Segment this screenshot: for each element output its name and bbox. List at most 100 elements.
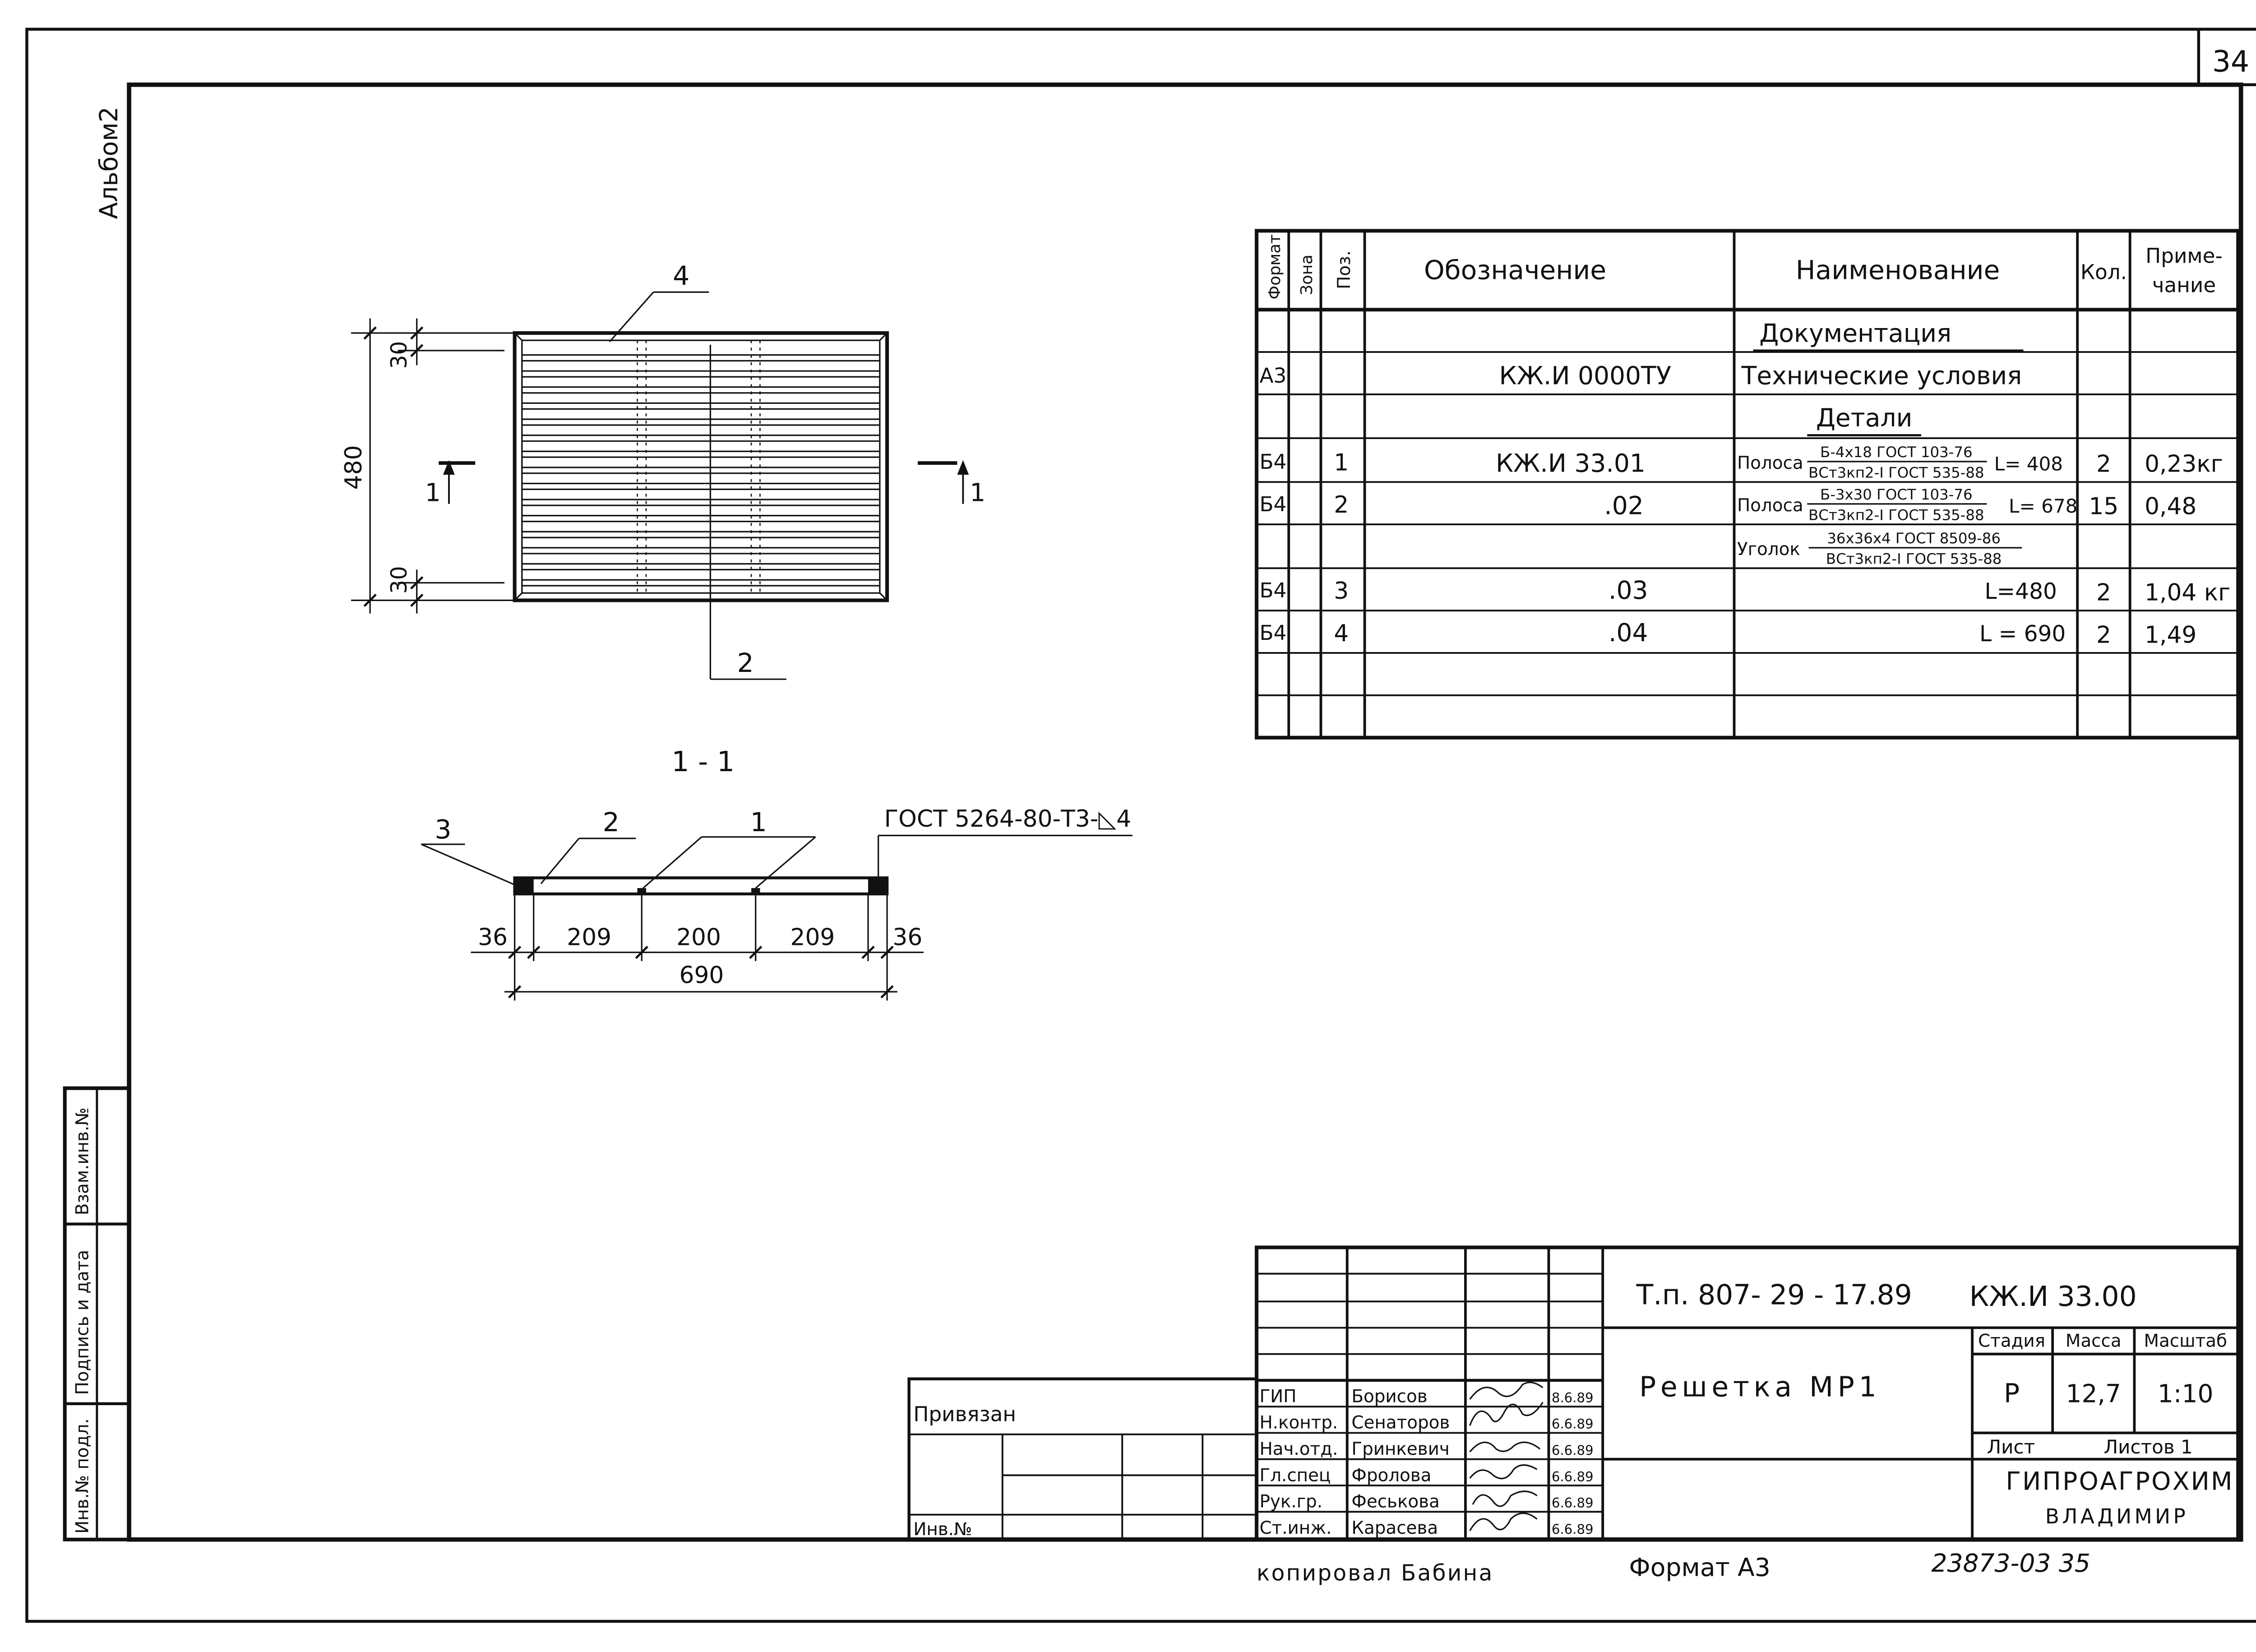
sig-role-1: ГИП: [1259, 1386, 1296, 1407]
stage-label: Стадия: [1978, 1331, 2045, 1351]
row2-frac-top: Б-3х30 ГОСТ 103-76: [1820, 486, 1973, 503]
section-dim-2: 209: [567, 924, 611, 951]
row2-qty: 15: [2089, 493, 2118, 520]
stamp-inv-podl: Инв.№ подл.: [72, 1418, 92, 1534]
section-view: 1 - 1 3 2 1 ГОСТ 5264-80-Т3-◺4: [421, 745, 1133, 1001]
sig-role-6: Ст.инж.: [1259, 1518, 1331, 1538]
scale-value: 1:10: [2158, 1379, 2214, 1408]
sheet-label: Лист: [1987, 1436, 2035, 1458]
sig-role-5: Рук.гр.: [1259, 1492, 1322, 1512]
row2-name-prefix: Полоса: [1737, 495, 1803, 516]
doc-row-designation: КЖ.И 0000ТУ: [1499, 361, 1672, 390]
sig-name-5: Феськова: [1351, 1492, 1439, 1512]
doc-code: КЖ.И 33.00: [1969, 1280, 2137, 1313]
row4-length: L=480: [1984, 579, 2057, 604]
grating-bars: [514, 332, 888, 601]
binding-block: Привязан Инв.№: [907, 1377, 1258, 1541]
weld-note: ГОСТ 5264-80-Т3-◺4: [884, 805, 1132, 833]
header-designation: Обозначение: [1424, 255, 1606, 285]
org-name-1: ГИПРОАГРОХИМ: [2006, 1467, 2233, 1496]
row5-format: Б4: [1259, 621, 1286, 645]
footer-copied: копировал Бабина: [1257, 1560, 1493, 1586]
sig-role-3: Нач.отд.: [1259, 1439, 1338, 1459]
footer-format: Формат А3: [1629, 1553, 1770, 1582]
header-zone: Зона: [1298, 255, 1316, 295]
sig-date-2: 6.6.89: [1552, 1416, 1594, 1432]
sig-name-1: Борисов: [1351, 1386, 1427, 1407]
row1-frac-bottom: ВСт3кп2-I ГОСТ 535-88: [1808, 464, 1984, 481]
org-name-2: ВЛАДИМИР: [2045, 1504, 2188, 1528]
row1-format: Б4: [1259, 450, 1286, 474]
plan-dim-30-top: 30: [387, 341, 412, 369]
header-pos: Поз.: [1334, 250, 1355, 289]
stage-value: Р: [2004, 1378, 2020, 1408]
row2-note: 0,48: [2145, 493, 2196, 520]
stamp-podpis: Подпись и дата: [72, 1250, 92, 1395]
row2-length: L= 678: [2009, 495, 2077, 517]
plan-dim-30-bottom: 30: [387, 566, 412, 594]
row2-pos: 2: [1334, 491, 1349, 518]
header-note-1: Приме-: [2145, 244, 2223, 268]
row4-format: Б4: [1259, 578, 1286, 602]
section-mark-left: 1: [425, 478, 441, 507]
title-block: Т.п. 807- 29 - 17.89 КЖ.И 33.00 Решетка …: [1254, 1245, 2240, 1541]
header-name: Наименование: [1796, 255, 2000, 285]
sig-name-6: Карасева: [1351, 1518, 1438, 1538]
sig-date-4: 6.6.89: [1552, 1469, 1594, 1484]
sheet-number-box: [2197, 28, 2256, 86]
row3-frac-bottom: ВСт3кп2-I ГОСТ 535-88: [1826, 550, 2002, 567]
row5-pos: 4: [1334, 620, 1349, 647]
mass-value: 12,7: [2066, 1379, 2121, 1408]
section-dim-5: 36: [892, 924, 922, 951]
row4-designation: .03: [1609, 576, 1648, 605]
row1-frac-top: Б-4х18 ГОСТ 103-76: [1820, 444, 1973, 461]
row4-qty: 2: [2096, 579, 2111, 606]
section-title: 1 - 1: [671, 745, 735, 778]
row1-designation: КЖ.И 33.01: [1496, 449, 1646, 478]
row3-name-prefix: Уголок: [1737, 539, 1800, 560]
mass-label: Масса: [2066, 1331, 2122, 1351]
sig-name-2: Сенаторов: [1351, 1413, 1450, 1433]
row2-frac-bottom: ВСт3кп2-I ГОСТ 535-88: [1808, 506, 1984, 523]
header-qty: Кол.: [2080, 260, 2127, 284]
section-dim-3: 200: [676, 924, 721, 951]
stamp-vzam: Взам.инв.№: [72, 1107, 92, 1215]
doc-row-format: А3: [1259, 364, 1286, 388]
section-details: Детали: [1816, 403, 1913, 432]
support-strips: [637, 340, 761, 593]
section-dim-4: 209: [791, 924, 835, 951]
outer-frame: [25, 28, 2256, 1623]
inner-frame: [127, 82, 2243, 1542]
sig-role-4: Гл.спец: [1259, 1465, 1331, 1485]
row1-length: L= 408: [1994, 453, 2063, 475]
section-leader-2: 2: [603, 807, 619, 838]
doc-number: Т.п. 807- 29 - 17.89: [1636, 1279, 1912, 1311]
section-dim-total: 690: [680, 962, 724, 989]
row1-pos: 1: [1334, 449, 1349, 476]
row4-note: 1,04 кг: [2145, 579, 2230, 606]
drawing-title: Решетка МР1: [1639, 1371, 1881, 1403]
row5-length: L = 690: [1979, 621, 2066, 647]
footer-archive: 23873-03 35: [1931, 1549, 2090, 1578]
row2-designation: .02: [1604, 491, 1643, 520]
privyazan-inv: Инв.№: [913, 1519, 972, 1540]
section-dim-1: 36: [478, 924, 508, 951]
spec-table: Формат Зона Поз. Обозначение Наименовани…: [1254, 229, 2240, 740]
sig-date-5: 6.6.89: [1552, 1495, 1594, 1511]
section-mark-right: 1: [970, 478, 985, 507]
section-leader-3: 3: [435, 814, 451, 845]
plan-view: 4 2 480 30 30 1 1: [340, 260, 985, 680]
sig-date-3: 6.6.89: [1552, 1443, 1594, 1458]
row5-designation: .04: [1609, 618, 1648, 647]
sig-role-2: Н.контр.: [1259, 1413, 1338, 1433]
row3-frac-top: 36х36х4 ГОСТ 8509-86: [1827, 530, 2001, 547]
row1-note: 0,23кг: [2145, 451, 2223, 478]
plan-leader-2: 2: [737, 648, 754, 678]
header-note-2: чание: [2152, 273, 2216, 297]
sheets-label: Листов 1: [2103, 1436, 2192, 1458]
row2-format: Б4: [1259, 492, 1286, 516]
section-leader-1: 1: [750, 807, 767, 838]
sig-name-3: Гринкевич: [1351, 1439, 1449, 1459]
handwritten-signatures: [1469, 1381, 1544, 1532]
